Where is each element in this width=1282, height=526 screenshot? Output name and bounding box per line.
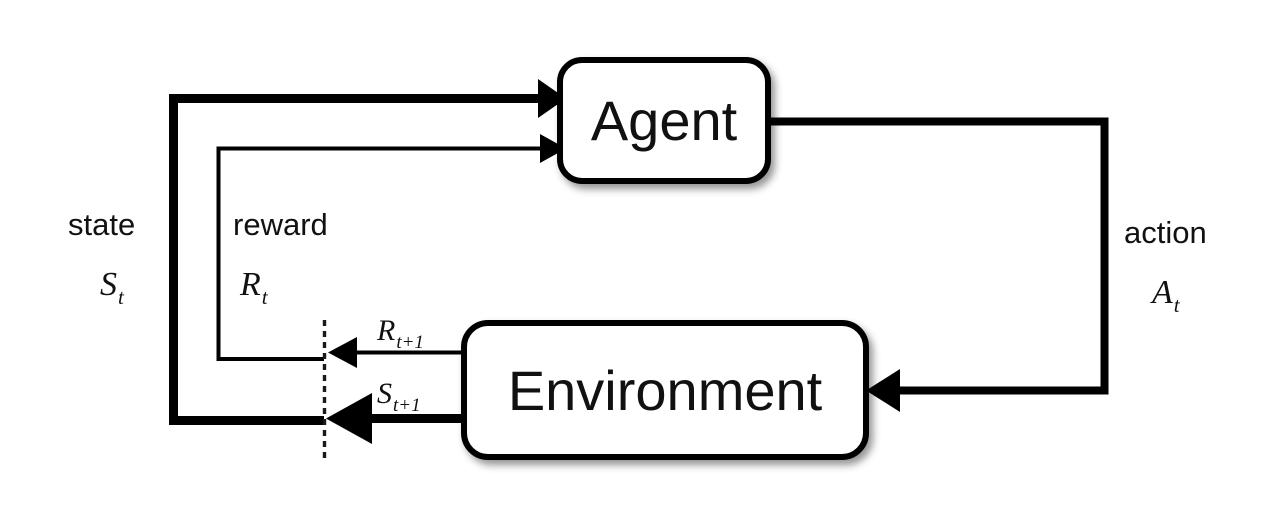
action-forward-arrowhead	[866, 369, 900, 412]
state-next-arrowhead	[326, 393, 372, 444]
state-feedback-line	[169, 94, 538, 425]
action-word: action	[1124, 215, 1207, 250]
state-next-symbol: S	[377, 377, 392, 410]
action-subscript: t	[1174, 293, 1181, 317]
reward-next-symbol: R	[376, 314, 395, 347]
node-environment[interactable]: Environment	[461, 320, 869, 460]
reward-subscript: t	[262, 285, 269, 309]
agent-label: Agent	[591, 89, 738, 152]
reward-next-subscript: t+1	[396, 332, 424, 353]
state-symbol: S	[100, 266, 117, 303]
edge-action-forward	[768, 117, 1109, 412]
label-reward-next: Rt+1	[376, 314, 424, 353]
reward-feedback-arrowhead	[540, 134, 566, 163]
state-subscript: t	[118, 285, 125, 309]
edge-reward-next	[328, 337, 464, 368]
reward-word: reward	[233, 207, 328, 242]
node-agent[interactable]: Agent	[557, 57, 771, 184]
label-reward: reward Rt	[233, 207, 328, 309]
state-feedback-arrowhead	[538, 79, 566, 118]
edge-reward-feedback	[216, 134, 566, 361]
action-symbol-group: At	[1150, 274, 1181, 317]
reward-symbol-group: Rt	[239, 266, 269, 309]
environment-box[interactable]	[461, 320, 869, 460]
reward-symbol: R	[239, 266, 261, 303]
state-symbol-group: St	[100, 266, 125, 309]
reward-feedback-line	[216, 146, 540, 361]
state-word: state	[68, 207, 135, 242]
action-forward-line	[768, 117, 1109, 395]
environment-label: Environment	[508, 359, 823, 422]
edge-state-next	[326, 393, 464, 444]
label-state: state St	[68, 207, 135, 309]
label-action: action At	[1124, 215, 1207, 317]
edge-state-feedback	[169, 79, 566, 425]
agent-box[interactable]	[557, 57, 771, 184]
state-next-symbol-group: St+1	[377, 377, 421, 416]
reward-next-arrowhead	[328, 337, 357, 368]
action-symbol: A	[1150, 274, 1173, 311]
label-state-next: St+1	[377, 377, 421, 416]
reward-next-symbol-group: Rt+1	[376, 314, 424, 353]
state-next-subscript: t+1	[393, 395, 421, 416]
